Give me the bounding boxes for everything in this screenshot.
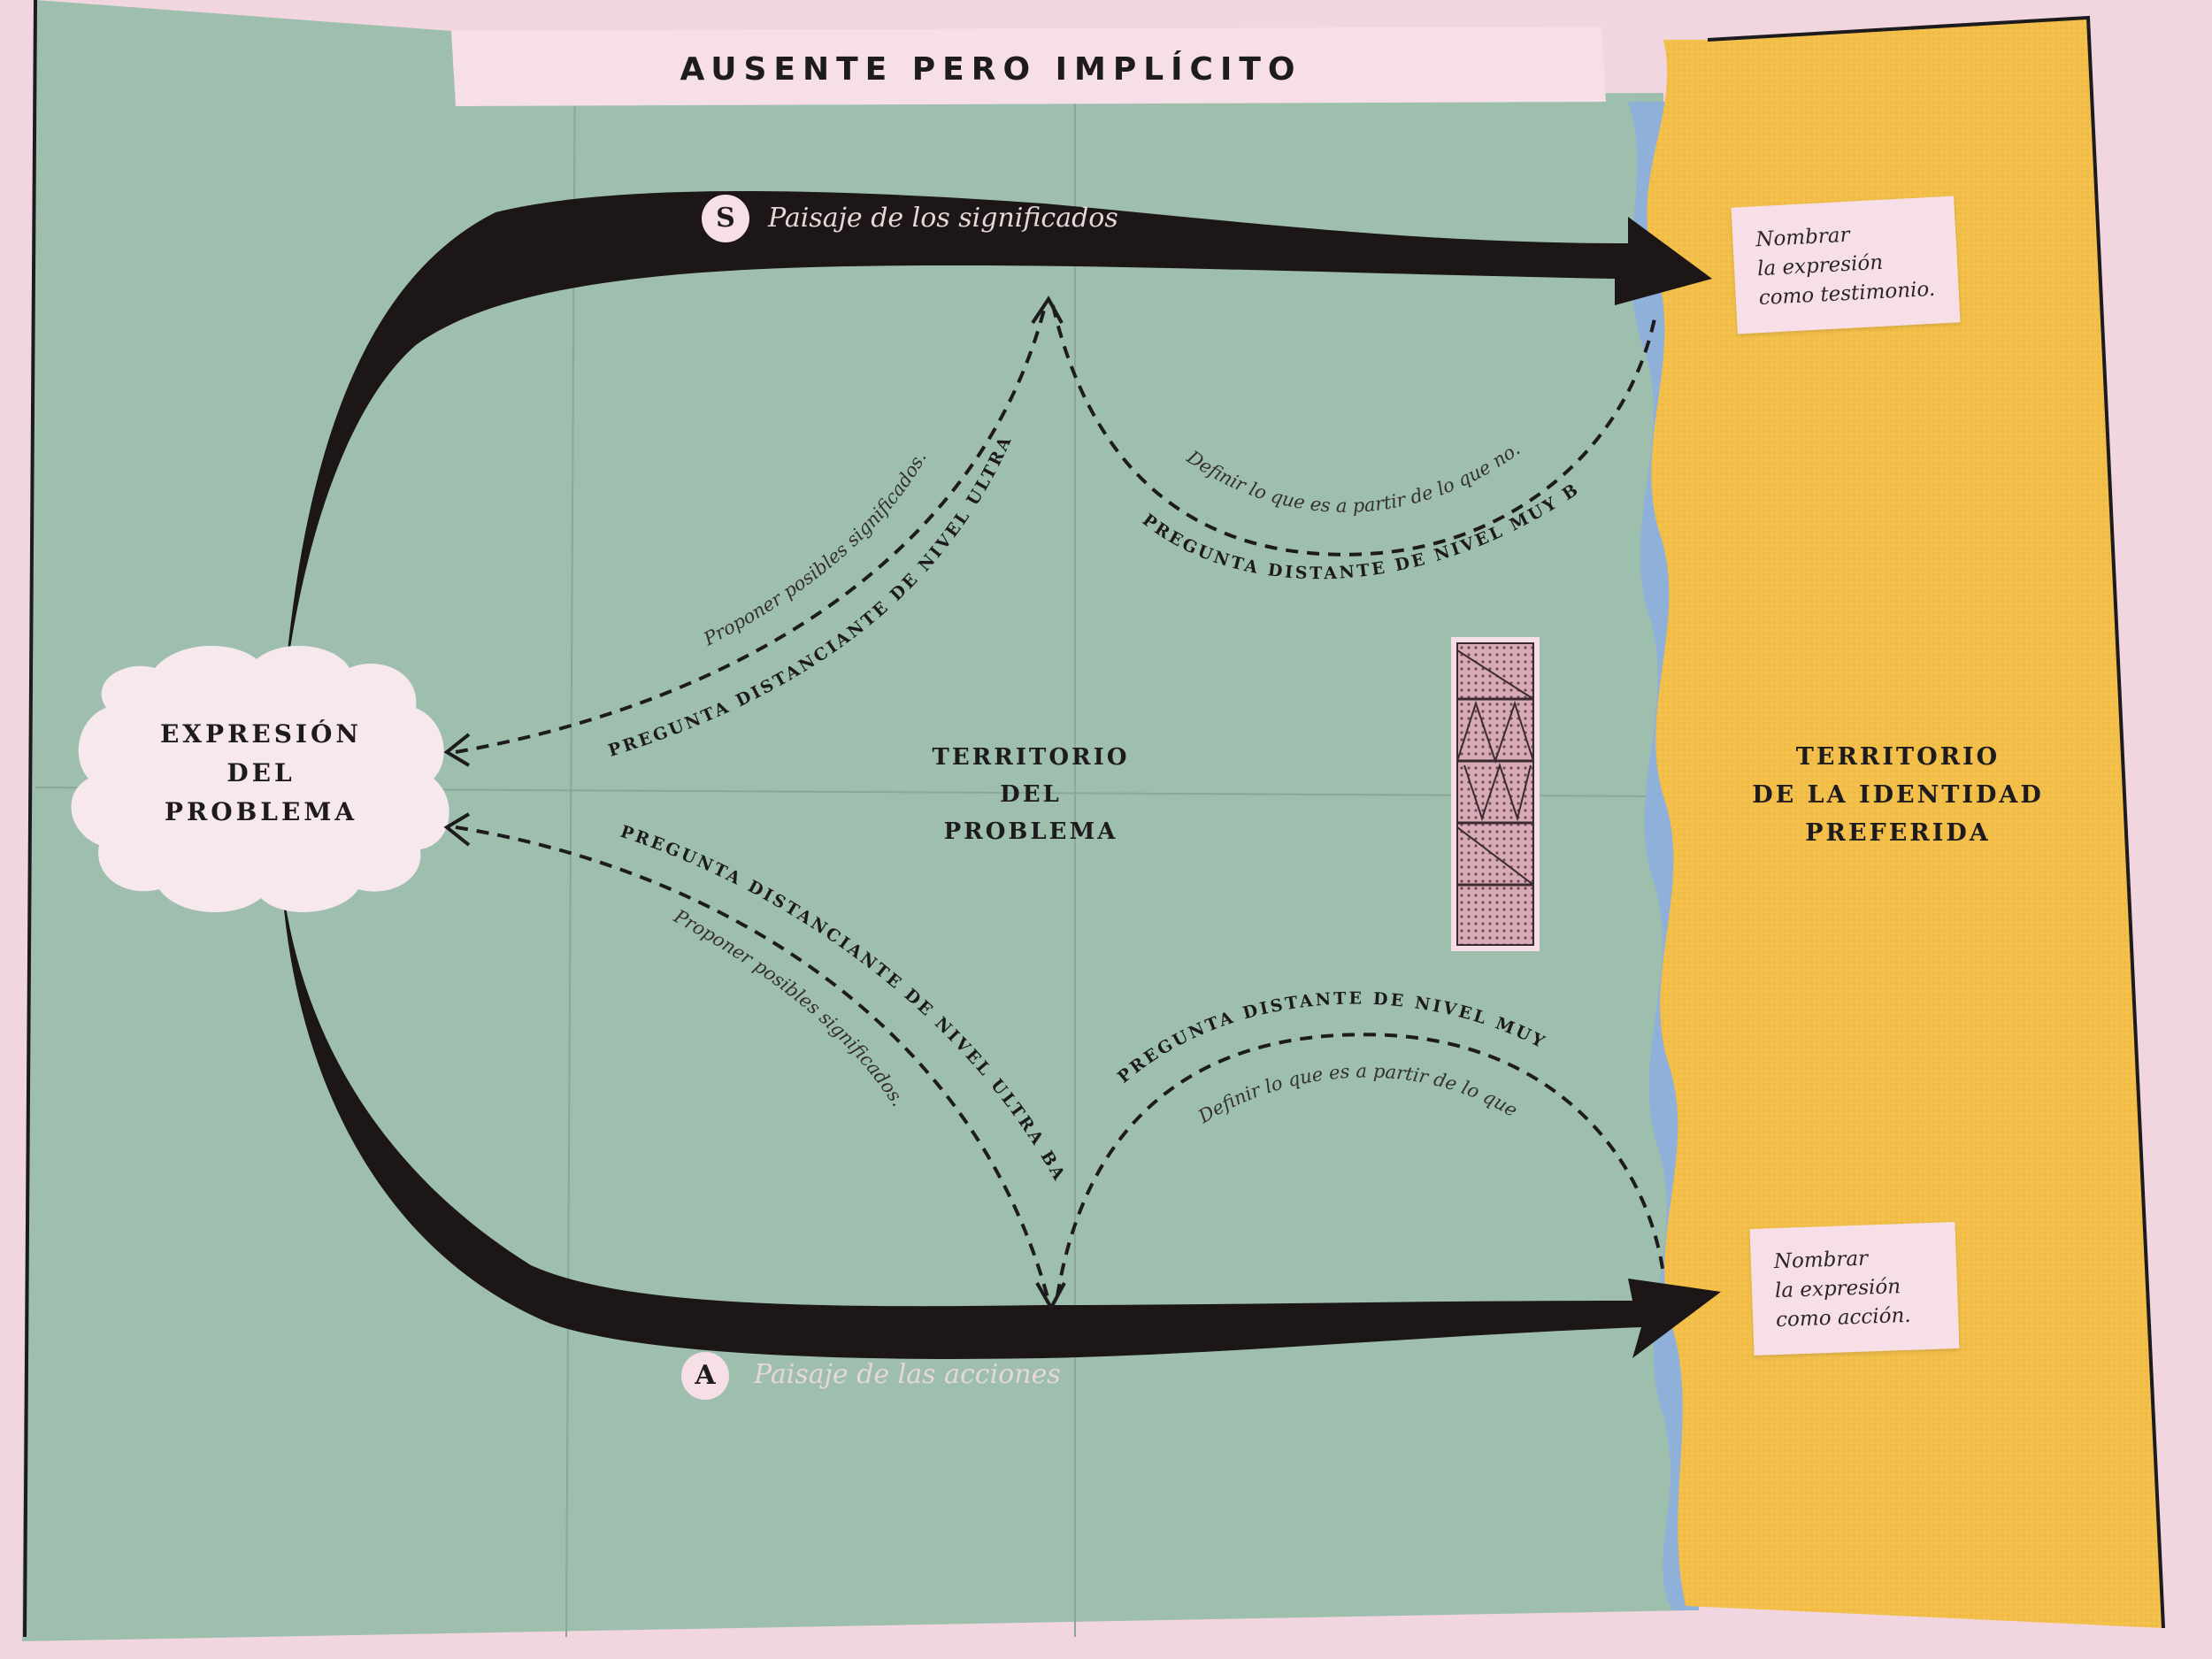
page-title: AUSENTE PERO IMPLÍCITO bbox=[680, 51, 1302, 88]
title-banner bbox=[451, 27, 1606, 106]
fold-line bbox=[565, 35, 576, 1638]
meanings-landscape-label: Paisaje de los significados bbox=[768, 203, 1118, 234]
arrowhead bbox=[443, 733, 471, 767]
testimony-note: Nombrar la expresión como testimonio. bbox=[1731, 196, 1961, 334]
actions-badge: A bbox=[681, 1352, 729, 1400]
problem-cloud bbox=[71, 645, 449, 913]
meanings-badge: S bbox=[702, 195, 749, 242]
preferred-territory-label: TERRITORIO DE LA IDENTIDAD PREFERIDA bbox=[1752, 743, 2044, 847]
problem-expression-label: EXPRESIÓN DEL PROBLEMA bbox=[159, 719, 363, 826]
action-note: Nombrar la expresión como acción. bbox=[1749, 1221, 1960, 1356]
problem-territory-label: TERRITORIO DEL PROBLEMA bbox=[932, 744, 1130, 845]
arrowhead bbox=[443, 812, 471, 847]
ultra-low-question-path-top bbox=[455, 309, 1046, 754]
arrowhead bbox=[1035, 1282, 1066, 1312]
frame-line bbox=[23, 0, 37, 1638]
very-low-question-path-top bbox=[1051, 304, 1656, 557]
arrowhead bbox=[1031, 296, 1064, 325]
preferred-identity-panel bbox=[1647, 18, 2163, 1628]
very-low-question-path-bottom bbox=[1056, 1033, 1665, 1297]
frame-line bbox=[1707, 15, 2165, 1629]
bridge-tower-icon bbox=[1451, 637, 1540, 951]
actions-landscape-label: Paisaje de las acciones bbox=[754, 1359, 1061, 1390]
ultra-low-question-path-bottom bbox=[455, 826, 1050, 1302]
actions-arrow bbox=[281, 876, 1721, 1359]
